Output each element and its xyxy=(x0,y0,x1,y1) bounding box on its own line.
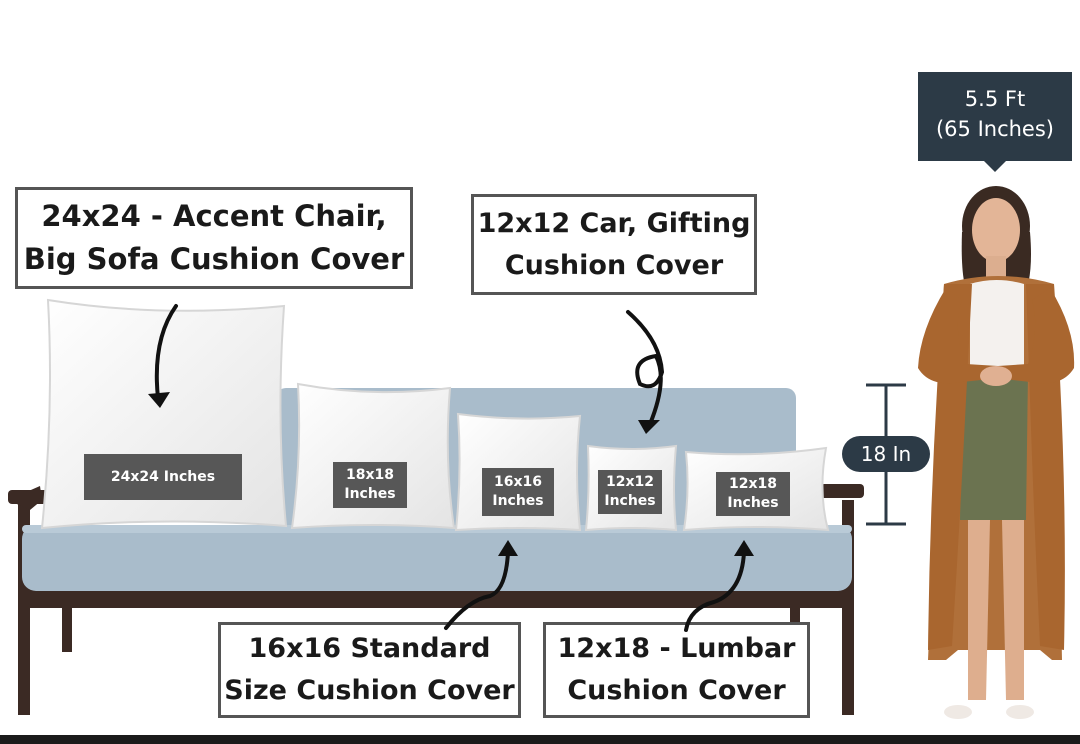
sofa-right-arm xyxy=(820,484,864,498)
pillow-tag-24x24: 24x24 Inches xyxy=(84,454,242,500)
pillow-18x18 xyxy=(290,382,456,530)
person-height-inches: (65 Inches) xyxy=(935,117,1054,141)
sofa-seat-cushion xyxy=(22,525,852,591)
callout-12x18: 12x18 - Lumbar Cushion Cover xyxy=(543,622,810,718)
pillow-tag-18x18: 18x18 Inches xyxy=(333,462,407,508)
person-height-feet: 5.5 Ft xyxy=(964,87,1026,111)
person-height-pointer xyxy=(983,160,1007,172)
sofa-seat-frame xyxy=(18,588,854,608)
pillow-tag-12x18: 12x18 Inches xyxy=(716,472,790,516)
sofa-left-arm xyxy=(8,490,48,504)
person-height-label: 5.5 Ft (65 Inches) xyxy=(918,72,1072,161)
sofa-height-label: 18 In xyxy=(842,436,930,472)
floor-line xyxy=(0,735,1080,744)
callout-24x24: 24x24 - Accent Chair, Big Sofa Cushion C… xyxy=(15,187,413,289)
callout-12x12: 12x12 Car, Gifting Cushion Cover xyxy=(471,194,757,295)
pillow-tag-16x16: 16x16 Inches xyxy=(482,468,554,516)
callout-16x16: 16x16 Standard Size Cushion Cover xyxy=(218,622,521,718)
pillow-tag-12x12: 12x12 Inches xyxy=(598,470,662,514)
